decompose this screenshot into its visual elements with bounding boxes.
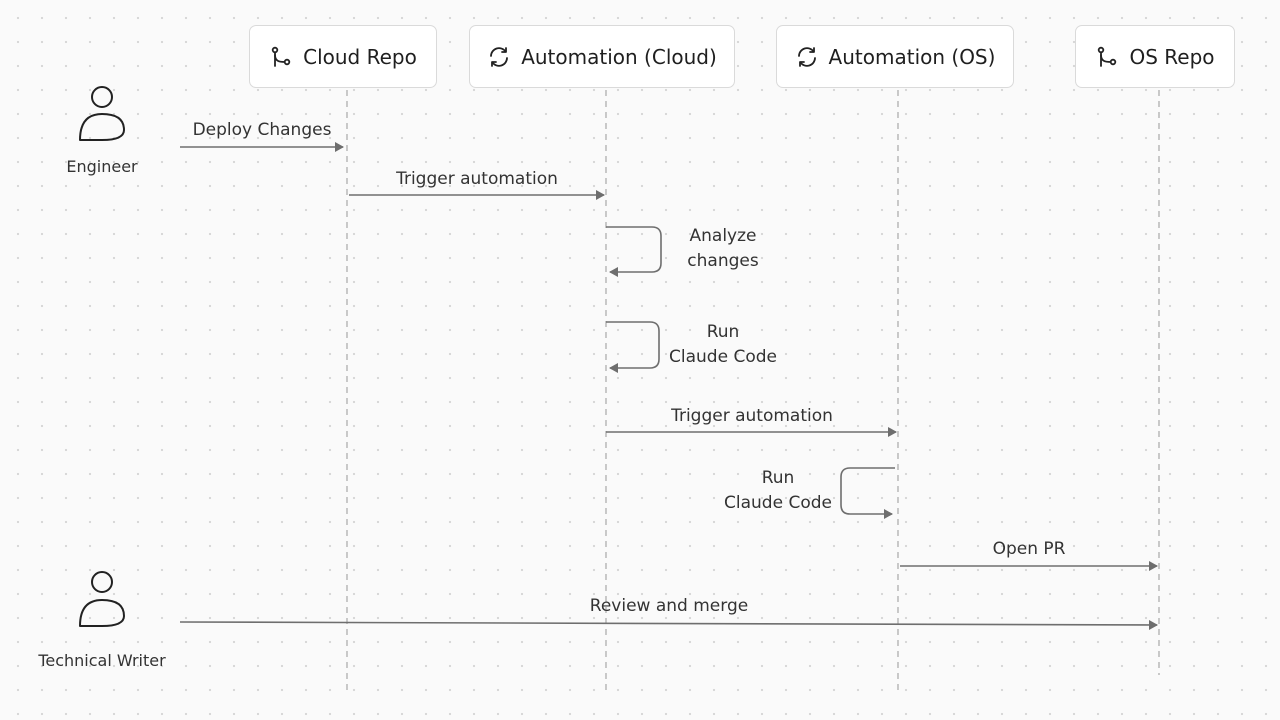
arrow-self-run-claude-code-cloud	[606, 321, 660, 373]
message-label-deploy-changes: Deploy Changes	[192, 120, 332, 140]
message-label-line: Analyze	[689, 226, 757, 246]
refresh-icon	[487, 45, 511, 69]
participant-label: OS Repo	[1129, 44, 1215, 69]
participant-os-repo: OS Repo	[1075, 25, 1235, 88]
participant-automation-os: Automation (OS)	[776, 25, 1014, 88]
message-label-review-and-merge: Review and merge	[589, 596, 749, 616]
participant-automation-cloud: Automation (Cloud)	[469, 25, 735, 88]
message-label-open-pr: Open PR	[992, 539, 1066, 559]
arrow-self-run-claude-code-os	[840, 467, 895, 519]
arrow-review-and-merge	[179, 619, 1158, 630]
message-label-analyze-changes: Analyze changes	[687, 224, 758, 274]
technical-writer-person-icon	[79, 571, 125, 627]
message-label-run-claude-code-cloud: Run Claude Code	[669, 320, 777, 370]
refresh-icon	[795, 45, 819, 69]
message-label-trigger-automation-cloud: Trigger automation	[396, 169, 558, 189]
engineer-person-icon	[79, 86, 125, 141]
message-label-line: Claude Code	[724, 493, 832, 513]
git-branch-icon	[269, 45, 293, 69]
arrow-self-analyze-changes	[606, 226, 662, 277]
message-label-line: changes	[687, 251, 759, 271]
participant-label: Automation (OS)	[828, 44, 996, 69]
actor-label-engineer: Engineer	[66, 157, 138, 176]
participant-label: Cloud Repo	[303, 44, 417, 69]
message-label-line: Claude Code	[669, 347, 777, 367]
actor-label-technical-writer: Technical Writer	[38, 651, 166, 670]
message-label-line: Run	[761, 468, 795, 488]
participant-label: Automation (Cloud)	[521, 44, 717, 69]
message-label-run-claude-code-os: Run Claude Code	[724, 466, 832, 516]
message-label-line: Run	[706, 322, 740, 342]
message-label-trigger-automation-os: Trigger automation	[671, 406, 833, 426]
git-branch-icon	[1095, 45, 1119, 69]
participant-cloud-repo: Cloud Repo	[249, 25, 437, 88]
